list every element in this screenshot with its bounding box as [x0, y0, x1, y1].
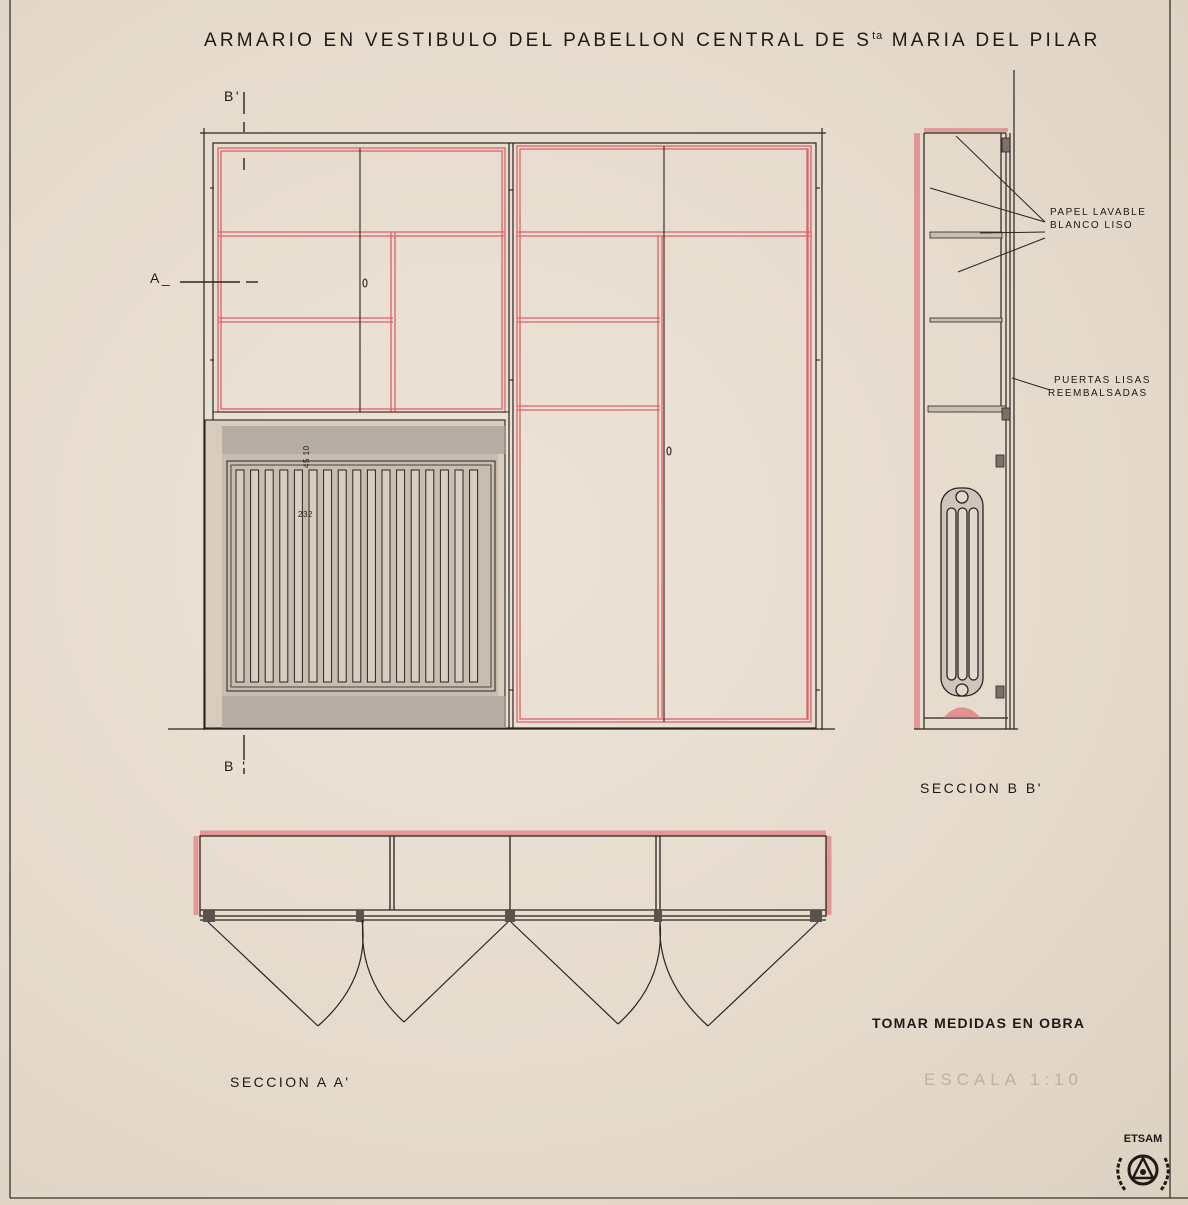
section-mark-b-bottom: B ' [224, 758, 248, 774]
radiator-slat [337, 469, 347, 683]
radiator-slat [279, 469, 289, 683]
radiator-slat [410, 469, 420, 683]
note-papel-lavable: PAPEL LAVABLE BLANCO LISO [1050, 207, 1147, 231]
radiator-slat [366, 469, 376, 683]
leader-lines [929, 135, 1051, 391]
radiator-slat [454, 469, 464, 683]
etsam-logo-text: ETSAM [1124, 1133, 1163, 1145]
note-puertas-lisas: PUERTAS LISAS REEMBALSADAS [1048, 375, 1151, 399]
radiator-slat [425, 469, 435, 683]
radiator-slat [293, 469, 303, 683]
section-mark-b-top: B' [224, 88, 242, 104]
upper-left-cabinet-red [217, 147, 506, 413]
scale-label: ESCALA 1:10 [924, 1070, 1083, 1089]
radiator-slat [396, 469, 406, 683]
radiator-slat [250, 469, 260, 683]
door-swings [207, 919, 819, 1027]
radiator-slat [308, 469, 318, 683]
section-mark-a: A_ [150, 270, 173, 286]
etsam-logo: ETSAM [1107, 1128, 1179, 1200]
section-aa-title: SECCION A A' [230, 1074, 351, 1090]
radiator-slat [352, 469, 362, 683]
dimension-label-b: 232 [298, 510, 313, 519]
dimension-label-a: 45 10 [302, 445, 311, 468]
drawing-title: ARMARIO EN VESTIBULO DEL PABELLON CENTRA… [204, 30, 1101, 51]
radiator-slat [323, 469, 333, 683]
radiator-cover [204, 419, 506, 729]
radiator-slat [235, 469, 245, 683]
radiator-slat [439, 469, 449, 683]
note-tomar-medidas: TOMAR MEDIDAS EN OBRA [872, 1015, 1086, 1031]
radiator-slat [264, 469, 274, 683]
section-aa-drawing [193, 830, 832, 1027]
radiator [940, 487, 984, 719]
section-bb-drawing [914, 70, 1051, 730]
section-cut-lines [180, 92, 258, 774]
radiator-slat [469, 469, 479, 683]
sheet-border [9, 0, 1188, 1199]
front-elevation [168, 92, 835, 774]
section-bb-title: SECCION B B' [920, 780, 1043, 796]
radiator-slat [381, 469, 391, 683]
